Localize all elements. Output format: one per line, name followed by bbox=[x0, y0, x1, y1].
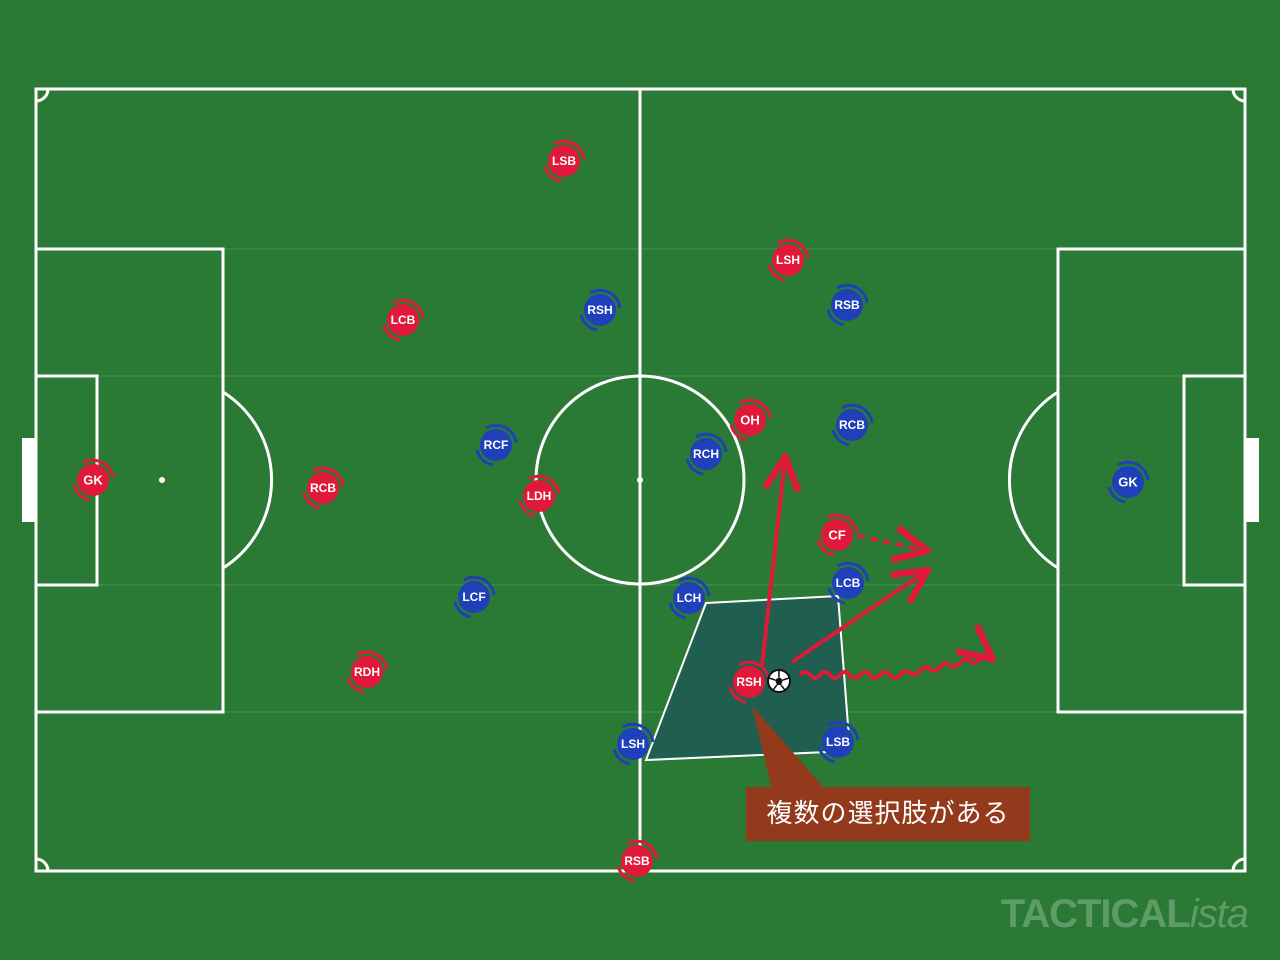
blue-player-rcb: RCB bbox=[831, 403, 874, 447]
movement-arrows bbox=[760, 460, 990, 680]
callout-pointer bbox=[752, 706, 826, 790]
player-label: LCH bbox=[677, 591, 702, 605]
red-player-ldh: LDH bbox=[518, 474, 561, 518]
callout-box: 複数の選択肢がある bbox=[746, 787, 1030, 841]
blue-player-lsb: LSB bbox=[817, 720, 860, 764]
blue-player-lch: LCH bbox=[668, 576, 711, 620]
red-player-cf: CF bbox=[816, 513, 859, 557]
player-label: RCB bbox=[839, 418, 865, 432]
red-player-oh: OH bbox=[729, 398, 772, 442]
player-label: RCF bbox=[484, 438, 509, 452]
red-player-rdh: RDH bbox=[346, 650, 389, 694]
player-label: GK bbox=[1118, 475, 1138, 490]
watermark-main: TACTICAL bbox=[1000, 892, 1191, 936]
red-player-lsb: LSB bbox=[543, 139, 586, 183]
player-label: RSB bbox=[834, 298, 860, 312]
red-player-lcb: LCB bbox=[382, 298, 425, 342]
blue-player-lcb: LCB bbox=[827, 561, 870, 605]
player-label: LSB bbox=[552, 154, 576, 168]
red-player-rsb: RSB bbox=[616, 839, 659, 883]
players-layer: GK LSB LCB RCB RDH LDH LSH OH CF RSH RSB RSH RSB RCF R… bbox=[72, 139, 1150, 883]
blue-player-rsb: RSB bbox=[826, 283, 869, 327]
player-label: LDH bbox=[527, 489, 552, 503]
dribble-arrow bbox=[798, 655, 990, 680]
player-label: RCH bbox=[693, 447, 719, 461]
watermark-italic: ista bbox=[1189, 892, 1249, 936]
player-label: LSB bbox=[826, 735, 850, 749]
watermark-logo: TACTICALista bbox=[1000, 892, 1249, 937]
player-label: RDH bbox=[354, 665, 380, 679]
player-label: LSH bbox=[776, 253, 800, 267]
player-label: RSH bbox=[587, 303, 612, 317]
blue-player-lcf: LCF bbox=[453, 575, 496, 619]
red-player-lsh: LSH bbox=[767, 238, 810, 282]
run-arrow-forward bbox=[760, 460, 785, 666]
run-arrow-cf bbox=[857, 536, 924, 550]
player-label: RSB bbox=[624, 854, 650, 868]
player-label: RSH bbox=[736, 675, 761, 689]
blue-player-lsh: LSH bbox=[612, 722, 655, 766]
blue-player-rsh: RSH bbox=[579, 288, 622, 332]
red-player-gk: GK bbox=[72, 458, 115, 502]
player-label: CF bbox=[828, 528, 845, 543]
player-label: RCB bbox=[310, 481, 336, 495]
red-player-rsh: RSH bbox=[728, 660, 771, 704]
pass-arrow-diagonal bbox=[790, 572, 925, 664]
blue-player-gk: GK bbox=[1107, 460, 1150, 504]
player-label: LSH bbox=[621, 737, 645, 751]
blue-player-rch: RCH bbox=[685, 432, 728, 476]
red-player-rcb: RCB bbox=[302, 466, 345, 510]
pitch-spots bbox=[22, 438, 1259, 522]
player-label: LCB bbox=[391, 313, 416, 327]
soccer-ball-icon bbox=[767, 669, 791, 693]
player-label: OH bbox=[740, 413, 760, 428]
player-label: LCF bbox=[462, 590, 485, 604]
player-label: GK bbox=[83, 473, 103, 488]
blue-player-rcf: RCF bbox=[475, 423, 518, 467]
player-label: LCB bbox=[836, 576, 861, 590]
